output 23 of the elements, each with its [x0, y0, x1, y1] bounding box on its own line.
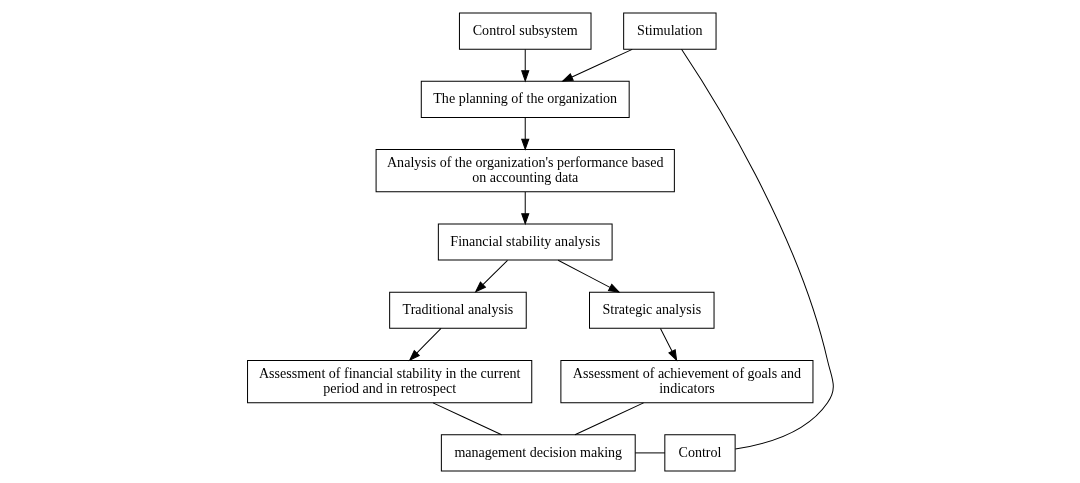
- arrow: [520, 116, 529, 150]
- node-box: Assessment of financial stability in the current period and in retrospect: [246, 359, 532, 403]
- arrow: [659, 327, 677, 361]
- arrow: [520, 191, 529, 224]
- node-box: management decision making: [440, 433, 636, 471]
- node-box: Control subsystem: [458, 12, 591, 50]
- arrow: [557, 259, 619, 293]
- node-box: Control: [663, 433, 736, 471]
- arrow: [561, 48, 633, 82]
- arrow: [474, 259, 508, 292]
- arrow: [408, 327, 442, 361]
- node-box: The planning of the organization: [420, 80, 630, 118]
- connector: [634, 451, 665, 453]
- node-box: Strategic analysis: [588, 291, 715, 329]
- connector: [680, 48, 834, 449]
- node-box: Financial stability analysis: [437, 222, 613, 261]
- node-box: Assessment of achievement of goals and indicators: [559, 359, 813, 403]
- node-box: Analysis of the organization's performance based on accounting data: [375, 148, 675, 192]
- connector: [432, 401, 502, 435]
- arrow: [520, 48, 529, 81]
- connector: [573, 401, 644, 435]
- node-box: Stimulation: [622, 12, 717, 50]
- node-box: Traditional analysis: [388, 291, 527, 329]
